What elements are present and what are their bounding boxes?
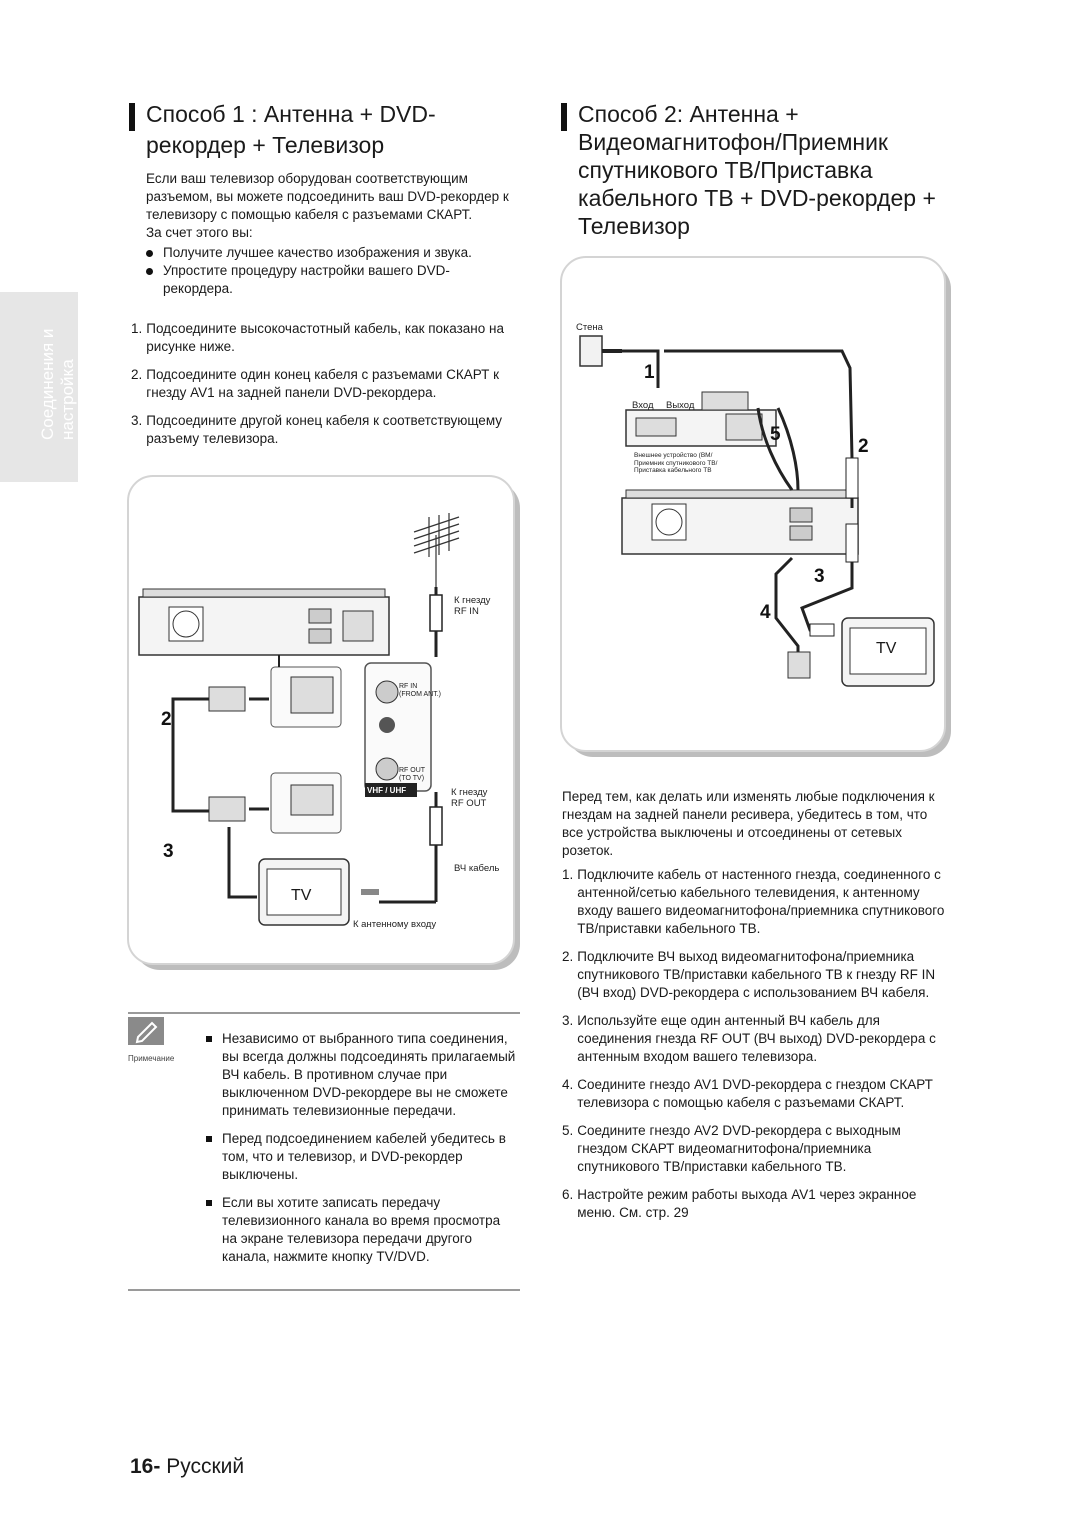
note-bottom-rule bbox=[128, 1289, 520, 1291]
dvd-recorder-back-icon bbox=[621, 489, 859, 555]
antenna-input-label: К антенному входу bbox=[353, 919, 437, 930]
note-pencil-icon bbox=[128, 1017, 164, 1045]
external-device-label: Внешнее устройство (ВМ/ Приемник спутник… bbox=[634, 452, 718, 474]
bullet-dot-icon bbox=[146, 268, 153, 275]
left-connection-diagram: 2 3 К гнезду RF IN RF IN (FROM ANT.) RF … bbox=[127, 475, 515, 965]
rf-out-small-label: RF OUT (TO TV) bbox=[399, 767, 426, 782]
left-steps: 1. Подсоедините высокочастотный кабель, … bbox=[131, 320, 516, 448]
right-step-5: 5. Соедините гнездо AV2 DVD-рекордера с … bbox=[562, 1123, 901, 1174]
step-number-1: 1 bbox=[644, 362, 655, 383]
left-title-line1: Способ 1 : Антенна + DVD- bbox=[146, 101, 436, 127]
tv-label: TV bbox=[291, 887, 312, 904]
square-bullet-icon bbox=[206, 1036, 212, 1042]
antenna-icon bbox=[413, 513, 460, 587]
side-section-label: Соединения и настройка bbox=[38, 329, 78, 440]
wall-socket-icon bbox=[579, 335, 603, 367]
tv-icon bbox=[841, 617, 935, 687]
step-number-5: 5 bbox=[770, 424, 781, 445]
step-number-3: 3 bbox=[814, 566, 825, 587]
diagram-method2-svg bbox=[579, 335, 935, 687]
tv-label: TV bbox=[876, 640, 897, 657]
tv-icon bbox=[258, 858, 350, 926]
left-intro-block: Если ваш телевизор оборудован соответств… bbox=[146, 170, 514, 298]
left-section-title: Способ 1 : Антенна + DVD- рекордер + Тел… bbox=[146, 101, 526, 159]
title-marker bbox=[129, 103, 135, 131]
left-because: За счет этого вы: bbox=[146, 225, 253, 240]
left-step-2: 2. Подсоедините один конец кабеля с разъ… bbox=[131, 367, 500, 400]
right-steps: 1. Подключите кабель от настенного гнезд… bbox=[562, 866, 950, 1222]
bullet-dot-icon bbox=[146, 250, 153, 257]
left-title-line2: рекордер + Телевизор bbox=[146, 132, 385, 158]
page-footer: 16- Русский bbox=[130, 1455, 244, 1479]
left-step-1: 1. Подсоедините высокочастотный кабель, … bbox=[131, 321, 504, 354]
note-item-1: Независимо от выбранного типа соединения… bbox=[206, 1030, 516, 1120]
note-label: Примечание bbox=[128, 1054, 175, 1063]
rf-in-small-label: RF IN (FROM ANT.) bbox=[399, 683, 441, 698]
input-label: Вход bbox=[632, 400, 654, 411]
step-number-4: 4 bbox=[760, 602, 771, 623]
rf-cable-label: ВЧ кабель bbox=[454, 863, 500, 874]
dvd-recorder-back-icon bbox=[138, 588, 390, 656]
page-language: Русский bbox=[166, 1455, 245, 1478]
left-bullet-2: Упростите процедуру настройки вашего DVD… bbox=[146, 262, 514, 298]
diagram-method1-svg bbox=[138, 513, 460, 926]
square-bullet-icon bbox=[206, 1136, 212, 1142]
side-section-tab bbox=[0, 292, 78, 482]
right-connection-diagram: Стена Вход Выход Внешнее устройство (ВМ/… bbox=[560, 256, 946, 752]
side-label-line1: Соединения и bbox=[38, 328, 57, 440]
title-marker bbox=[561, 103, 567, 131]
note-top-rule bbox=[128, 1012, 520, 1014]
left-step-3: 3. Подсоедините другой конец кабеля к со… bbox=[131, 413, 502, 446]
right-step-4: 4. Соедините гнездо AV1 DVD-рекордера с … bbox=[562, 1077, 933, 1110]
step-number-3: 3 bbox=[163, 841, 174, 862]
rf-in-label: К гнезду RF IN bbox=[454, 595, 491, 617]
note-item-2: Перед подсоединением кабелей убедитесь в… bbox=[206, 1130, 516, 1184]
step-number-2: 2 bbox=[161, 709, 172, 730]
left-bullet-1: Получите лучшее качество изображения и з… bbox=[146, 244, 514, 262]
right-step-2: 2. Подключите ВЧ выход видеомагнитофона/… bbox=[562, 949, 936, 1000]
vcr-icon bbox=[625, 409, 777, 447]
right-step-6: 6. Настройте режим работы выхода AV1 чер… bbox=[562, 1187, 917, 1220]
step-number-2: 2 bbox=[858, 436, 869, 457]
note-list: Независимо от выбранного типа соединения… bbox=[206, 1030, 516, 1266]
right-section-title: Способ 2: Антенна + Видеомагнитофон/Прие… bbox=[578, 101, 936, 239]
left-intro: Если ваш телевизор оборудован соответств… bbox=[146, 171, 509, 222]
side-label-line2: настройка bbox=[58, 359, 77, 440]
rf-out-label: К гнезду RF OUT bbox=[451, 787, 488, 809]
wall-label: Стена bbox=[576, 322, 603, 333]
square-bullet-icon bbox=[206, 1200, 212, 1206]
output-label: Выход bbox=[666, 400, 695, 411]
right-step-3: 3. Используйте еще один антенный ВЧ кабе… bbox=[562, 1013, 936, 1064]
page-number: 16- bbox=[130, 1455, 161, 1478]
right-step-1: 1. Подключите кабель от настенного гнезд… bbox=[562, 867, 945, 936]
note-item-3: Если вы хотите записать передачу телевиз… bbox=[206, 1194, 516, 1266]
right-intro: Перед тем, как делать или изменять любые… bbox=[562, 789, 935, 858]
vhf-uhf-label: VHF / UHF bbox=[367, 786, 407, 795]
